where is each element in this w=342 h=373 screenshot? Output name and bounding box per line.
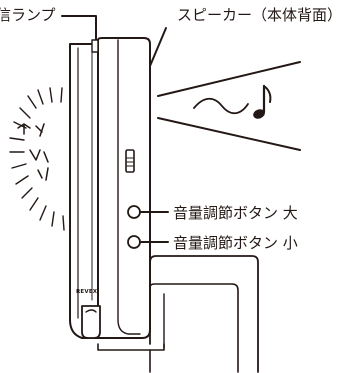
lamp-leader-line	[61, 15, 97, 43]
slide-switch	[125, 149, 135, 173]
device-inner-edge	[117, 39, 141, 335]
eighth-note-icon	[253, 84, 272, 119]
lamp-window	[91, 39, 99, 53]
lamp-label: 信ランプ	[0, 6, 56, 24]
hinge-bracket-arc	[85, 309, 97, 313]
stand-block-inner	[149, 283, 239, 373]
hinge-bracket	[81, 305, 101, 339]
device-housing-front	[97, 37, 151, 339]
volume-up-label: 音量調節ボタン 大	[173, 204, 298, 222]
clip-base	[97, 343, 165, 351]
volume-down-button	[127, 235, 141, 249]
speaker-label: スピーカー（本体背面）	[177, 6, 342, 24]
speaker-leader-line	[149, 27, 167, 67]
volume-down-label: 音量調節ボタン 小	[173, 234, 298, 252]
tilde-wave-icon	[193, 97, 249, 115]
sound-cone	[157, 61, 301, 151]
glow-text-marks	[17, 123, 49, 181]
light-glow-icon	[9, 87, 65, 231]
brand-logo-text: REVEX	[76, 289, 98, 295]
volume-up-button	[127, 205, 141, 219]
stand-block	[149, 255, 259, 373]
